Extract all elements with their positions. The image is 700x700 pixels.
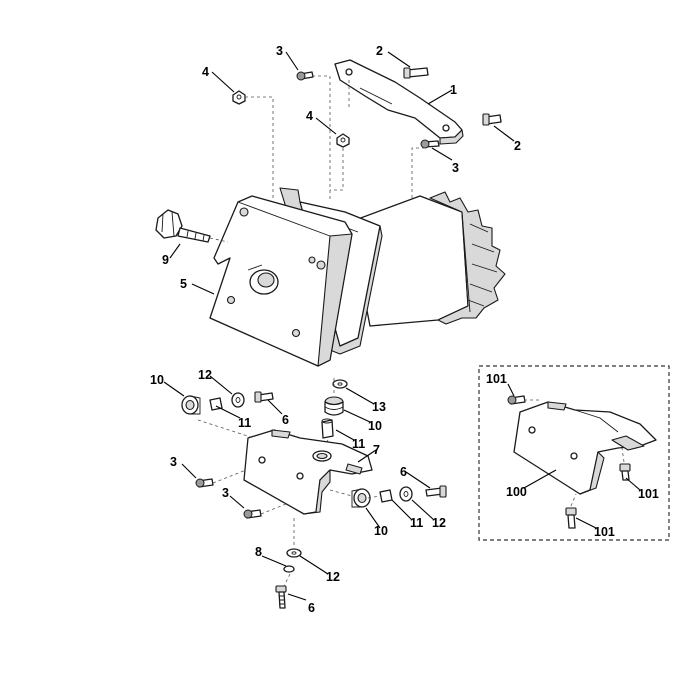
callout-3-top: 3	[276, 44, 283, 58]
part-101-screw-a	[507, 395, 526, 405]
callout-10-center: 10	[368, 419, 382, 433]
assembly-guide-right	[329, 489, 381, 499]
callout-3-right: 3	[452, 161, 459, 175]
callout-6-bottom: 6	[308, 601, 315, 615]
assembly-guide-center	[317, 378, 335, 456]
part-7-bracket	[243, 429, 373, 515]
part-13-washer	[332, 379, 348, 389]
callout-100: 100	[506, 485, 527, 499]
callout-101-top: 101	[486, 372, 507, 386]
callout-11-right: 11	[410, 516, 423, 530]
inset-box	[478, 365, 670, 541]
assembly-guide-lower	[212, 469, 287, 515]
callout-4-center: 4	[306, 109, 313, 123]
part-6-screw-left	[254, 391, 274, 403]
part-2-screw-right	[482, 113, 502, 126]
callout-6-right: 6	[400, 465, 407, 479]
assembly-guide-bottom	[283, 518, 295, 587]
callout-11-center: 11	[352, 437, 365, 451]
callout-101-right: 101	[638, 487, 659, 501]
part-101-screw-c	[565, 507, 577, 529]
part-5-motor	[209, 187, 506, 367]
part-12-washer-right	[399, 486, 413, 502]
part-6-screw-bottom	[275, 585, 287, 609]
part-10-bushing-center	[324, 396, 344, 416]
part-3-screw-lower-a	[195, 478, 214, 488]
callout-13: 13	[372, 400, 386, 414]
callout-2-top: 2	[376, 44, 383, 58]
callout-3-lower-b: 3	[222, 486, 229, 500]
leader-lines	[163, 51, 641, 601]
part-11-spacer-right	[379, 489, 393, 503]
part-4-nut-left	[232, 90, 246, 105]
inset-guides	[524, 399, 625, 507]
part-3-screw-right	[420, 139, 440, 149]
part-8-lockwasher	[283, 565, 295, 573]
part-9-knob	[155, 209, 229, 243]
part-6-screw-right	[425, 485, 447, 498]
callout-12-left: 12	[198, 368, 212, 382]
part-4-nut-center	[336, 133, 350, 148]
callout-9: 9	[162, 253, 169, 267]
callout-10-right: 10	[374, 524, 388, 538]
callout-101-bottom: 101	[594, 525, 615, 539]
callout-labels: 1 2 2 3 3 3 3 4 4 5 6 6 6 7 8 9 10 10 10…	[150, 44, 659, 615]
callout-10-left: 10	[150, 373, 164, 387]
part-3-screw-lower-b	[243, 509, 262, 519]
part-12-washer-left	[231, 392, 245, 408]
callout-1: 1	[450, 83, 457, 97]
part-1-bracket	[334, 59, 464, 145]
callout-2-right: 2	[514, 139, 521, 153]
callout-8: 8	[255, 545, 262, 559]
part-10-bushing-left	[181, 395, 201, 415]
part-2-screw-top	[403, 67, 429, 79]
callout-7: 7	[373, 443, 380, 457]
assembly-guide-left	[197, 419, 261, 441]
callout-5: 5	[180, 277, 187, 291]
callout-4-left: 4	[202, 65, 209, 79]
callout-6-left: 6	[282, 413, 289, 427]
callout-11-left: 11	[238, 416, 251, 430]
callout-12-right: 12	[432, 516, 446, 530]
part-100-bracket	[513, 401, 657, 495]
part-12-washer-bottom	[286, 548, 302, 558]
callout-12-bottom: 12	[326, 570, 340, 584]
callout-3-lower-a: 3	[170, 455, 177, 469]
part-11-spacer-center	[321, 418, 334, 439]
part-101-screw-b	[619, 463, 631, 481]
part-10-bushing-right	[351, 488, 371, 508]
part-3-screw-top	[296, 71, 314, 81]
